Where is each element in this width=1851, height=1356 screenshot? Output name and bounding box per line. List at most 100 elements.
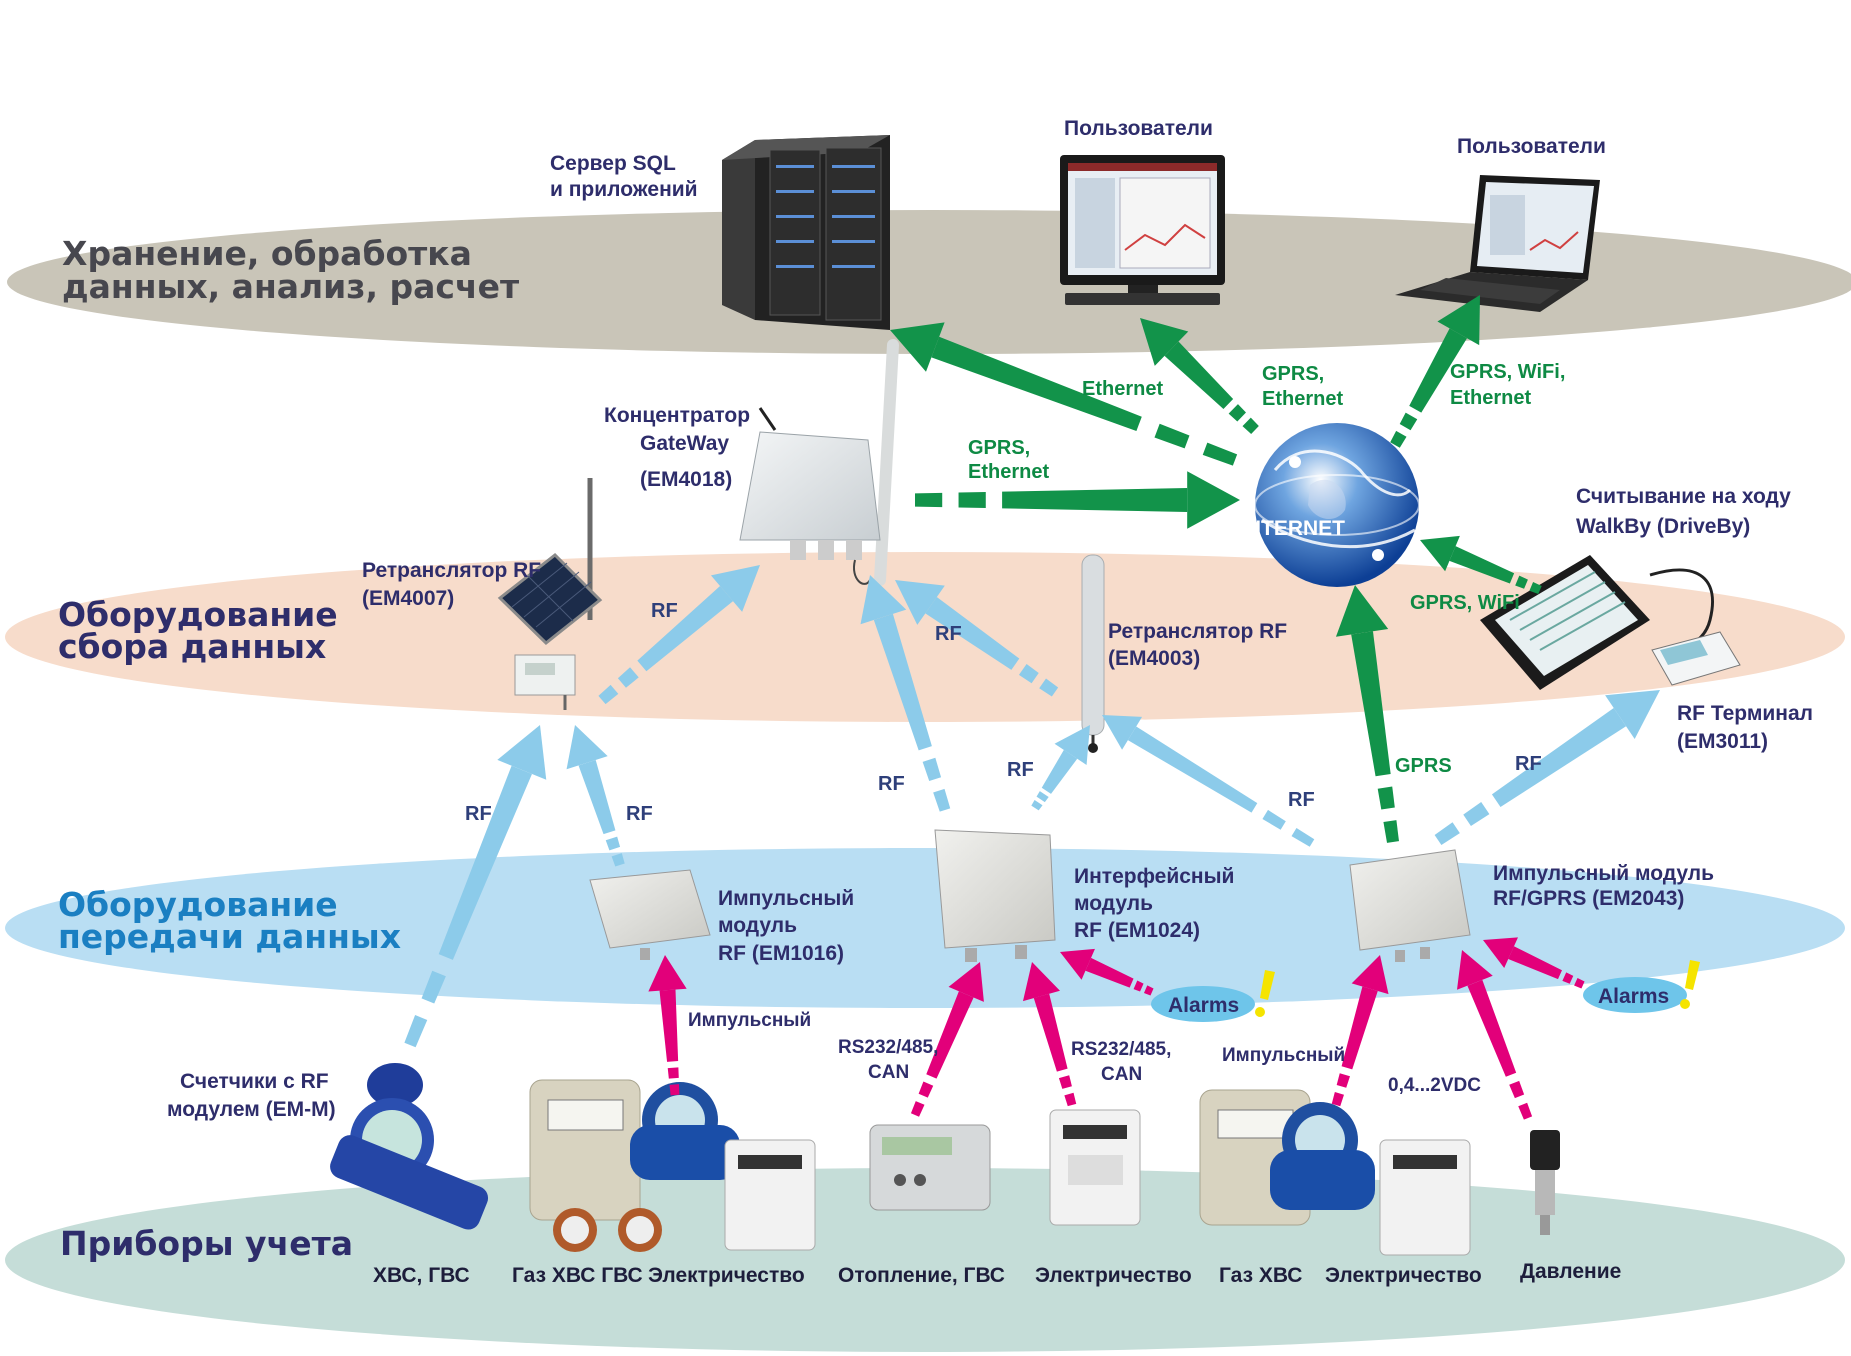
meter-gas-cold-hot-label: Газ ХВС ГВС: [512, 1264, 643, 1287]
rf-label-1: RF: [651, 600, 678, 622]
layer-title-metering: Приборы учета: [60, 1224, 353, 1263]
rf-label-6: RF: [1007, 759, 1034, 781]
users-label-1: Пользователи: [1064, 117, 1213, 140]
concentrator-label-2: GateWay: [640, 432, 729, 455]
arrow-rf-meters-to-repeater1: [404, 725, 547, 1048]
internet-label: INTERNET: [1240, 517, 1345, 540]
repeater2-label-1: Ретранслятор RF: [1108, 620, 1287, 643]
layer-title-storage-2: данных, анализ, расчет: [62, 267, 519, 306]
arrow-walkby-to-internet: [1420, 535, 1542, 595]
arrow-rf-repeater2-to-concentrator: [895, 580, 1059, 697]
water-meter-rf-icon: [330, 1063, 489, 1230]
wired-pulse-label-2: Импульсный: [1222, 1045, 1345, 1066]
repeater-tube-icon: [1081, 554, 1105, 753]
desktop-monitor-icon: [1060, 155, 1225, 305]
alarms-label-1: Alarms: [1168, 994, 1239, 1017]
pulse2-label-2: RF/GPRS (EM2043): [1493, 887, 1684, 910]
electricity-meter-icon: [1049, 1109, 1141, 1226]
arrow-rf-iface-to-repeater2: [1031, 725, 1090, 811]
arrow-rf-repeater1-to-concentrator: [598, 565, 760, 705]
interface-module-em1024-icon: [934, 829, 1056, 962]
pulse-module-em2043-icon: [1349, 849, 1471, 962]
concentrator-gateway-icon: [739, 339, 899, 586]
walkby-label-1: Считывание на ходу: [1576, 485, 1791, 508]
arrow-internet-to-desktop: [1140, 318, 1259, 434]
link-gprs-wifi-eth-2: Ethernet: [1450, 387, 1531, 409]
arrow-pulse-meter-to-em2043: [1331, 955, 1389, 1107]
arrow-module2043-to-internet: [1335, 585, 1399, 843]
rf-label-7: RF: [1288, 789, 1315, 811]
walkby-label-2: WalkBy (DriveBy): [1576, 515, 1750, 538]
rf-label-2: RF: [935, 623, 962, 645]
wired-voltage-label: 0,4...2VDC: [1388, 1075, 1481, 1096]
tablet-walkby-icon: [1480, 555, 1741, 690]
iface-label-3: RF (EM1024): [1074, 919, 1200, 942]
arrow-rf-iface-to-concentrator: [860, 575, 951, 812]
wired-rs-label-2a: RS232/485,: [1071, 1039, 1171, 1060]
arrow-alarm1-to-em1024: [1060, 948, 1154, 996]
gas-water-electric-group-icon: [1199, 1089, 1471, 1256]
link-concentrator-gprs-1: GPRS,: [968, 437, 1030, 459]
link-concentrator-gprs-2: Ethernet: [968, 461, 1049, 483]
arrow-internet-to-laptop: [1390, 295, 1480, 448]
server-label-2: и приложений: [550, 178, 698, 201]
server-rack-icon: [722, 135, 890, 330]
pulse-module-em1016-icon: [589, 869, 711, 960]
link-gprs-wifi-label: GPRS, WiFi: [1410, 592, 1520, 614]
rf-label-5: RF: [878, 773, 905, 795]
layer-title-transmission-1: Оборудование: [58, 885, 338, 924]
rf-label-3: RF: [465, 803, 492, 825]
storage-band: [7, 210, 1851, 354]
arrow-voltage-pressure-to-em2043: [1457, 950, 1533, 1120]
arrow-rf-module2043-to-rfterminal: [1434, 690, 1660, 846]
link-gprs-wifi-eth-1: GPRS, WiFi,: [1450, 361, 1565, 383]
meter-cold-hot-label: ХВС, ГВС: [373, 1264, 470, 1287]
arrow-alarm2-to-em2043: [1483, 937, 1585, 989]
pulse2-label-1: Импульсный модуль: [1493, 862, 1714, 885]
rfterm-label-2: (EM3011): [1677, 730, 1768, 753]
meters-rf-label-2: модулем (EM-M): [167, 1098, 336, 1121]
iface-label-2: модуль: [1074, 892, 1153, 915]
wired-rs-label-1a: RS232/485,: [838, 1037, 938, 1058]
alarm-bubble-2: [1583, 960, 1700, 1013]
layer-title-transmission-2: передачи данных: [58, 917, 401, 956]
arrow-rs-electric-to-em1024: [1022, 962, 1077, 1107]
server-label-1: Сервер SQL: [550, 152, 676, 175]
collection-band: [5, 552, 1845, 722]
layer-title-collection-2: сбора данных: [58, 627, 326, 666]
meter-electricity-3-label: Электричество: [1325, 1264, 1482, 1287]
connection-arrows: [404, 295, 1660, 1120]
repeater-solar-icon: [497, 478, 603, 710]
arrow-pulse-meter-to-em1016: [648, 955, 687, 1096]
wired-rs-label-2b: CAN: [1101, 1064, 1142, 1085]
pressure-sensor-icon: [1530, 1130, 1560, 1235]
link-gprs-ethernet-1: GPRS,: [1262, 363, 1324, 385]
arrow-rf-pulse1016-to-repeater1: [566, 725, 625, 867]
arrow-internet-to-server: [890, 322, 1238, 466]
pulse1-label-3: RF (EM1016): [718, 942, 844, 965]
meter-electricity-2-label: Электричество: [1035, 1264, 1192, 1287]
layer-title-collection-1: Оборудование: [58, 595, 338, 634]
link-ethernet-label: Ethernet: [1082, 378, 1163, 400]
iface-label-1: Интерфейсный: [1074, 865, 1234, 888]
concentrator-label-3: (EM4018): [640, 468, 732, 491]
meters-rf-label-1: Счетчики с RF: [180, 1070, 329, 1093]
arrow-rs-heat-to-em1024: [910, 962, 984, 1117]
rf-label-8: RF: [1515, 753, 1542, 775]
alarm-bubble-1: [1151, 970, 1275, 1022]
repeater1-label-1: Ретранслятор RF: [362, 559, 541, 582]
pulse1-label-1: Импульсный: [718, 887, 854, 910]
repeater1-label-2: (EM4007): [362, 587, 454, 610]
link-gprs-label: GPRS: [1395, 755, 1452, 777]
link-gprs-ethernet-2: Ethernet: [1262, 388, 1343, 410]
laptop-icon: [1395, 175, 1600, 312]
layer-title-storage-1: Хранение, обработка: [62, 234, 472, 273]
meter-gas-cold-label: Газ ХВС: [1219, 1264, 1302, 1287]
internet-globe-icon: [1254, 423, 1420, 587]
heat-meter-icon: [869, 1124, 991, 1211]
repeater2-label-2: (EM4003): [1108, 647, 1200, 670]
concentrator-label-1: Концентратор: [604, 404, 750, 427]
wired-pulse-label-1: Импульсный: [688, 1010, 811, 1031]
